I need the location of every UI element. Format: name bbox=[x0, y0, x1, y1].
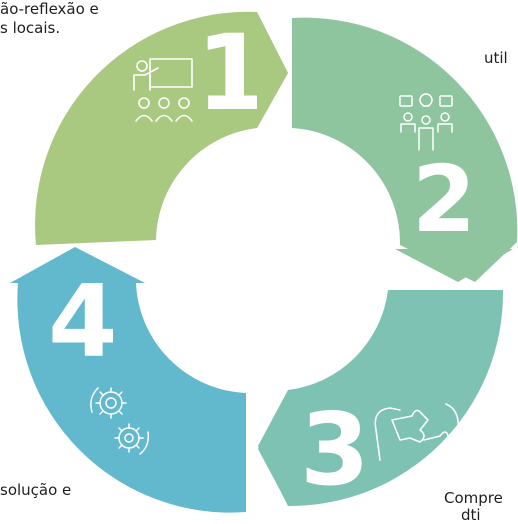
step-4-segment: 4 bbox=[17, 263, 246, 513]
arrow-3-to-4 bbox=[258, 391, 288, 505]
ideas-group-icon bbox=[399, 93, 453, 151]
arrow-4-to-1 bbox=[10, 247, 145, 283]
step-3-number: 3 bbox=[300, 391, 370, 508]
gears-icon bbox=[90, 387, 150, 455]
step-2-segment: 2 bbox=[292, 17, 518, 282]
presentation-icon bbox=[133, 58, 193, 122]
step-3-text-line-1: Compre bbox=[444, 489, 503, 507]
step-1-text-line-2: s locais. bbox=[0, 19, 61, 37]
step-1-segment: 1 bbox=[35, 11, 288, 246]
step-3-text-line-2: dti bbox=[461, 506, 481, 524]
step-1-number: 1 bbox=[196, 12, 268, 134]
step-2-text-line-1: util bbox=[484, 49, 508, 67]
step-4-text-line-1: solução e bbox=[0, 481, 72, 499]
puzzle-hands-icon bbox=[374, 403, 460, 461]
step-3-segment: 3 bbox=[258, 290, 504, 508]
step-1-text-line-1: ão-reflexão e bbox=[0, 0, 99, 18]
arrow-2-to-3 bbox=[395, 249, 513, 282]
step-2-number: 2 bbox=[412, 146, 476, 253]
arrow-1-to-2 bbox=[257, 12, 288, 128]
